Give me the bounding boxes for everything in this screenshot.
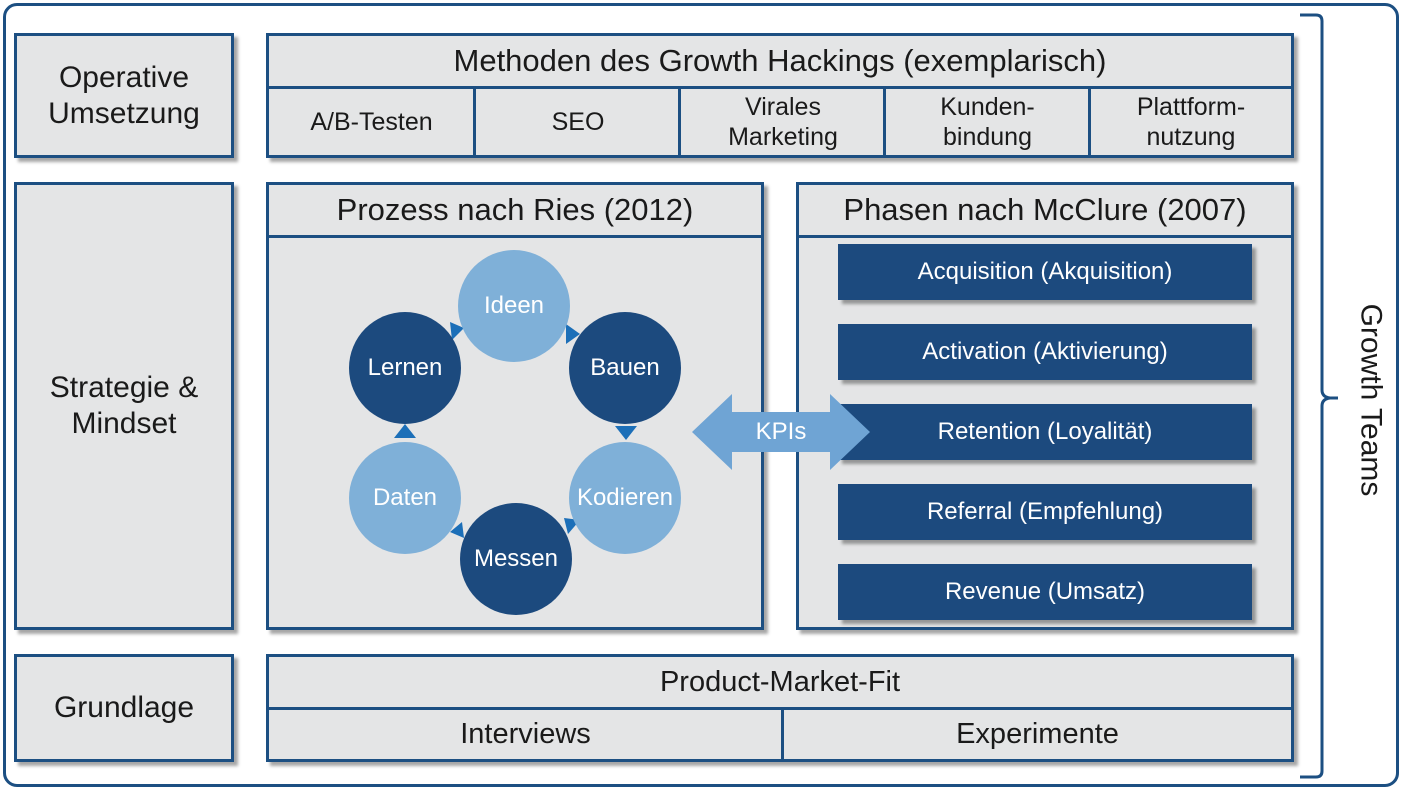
growth-teams-bracket-icon: [1300, 13, 1338, 779]
phase-retention: Retention (Loyalität): [838, 404, 1252, 460]
cycle-step-ideen: Ideen: [458, 250, 570, 362]
mcclure-title: Phasen nach McClure (2007): [799, 185, 1291, 238]
phase-acquisition: Acquisition (Akquisition): [838, 244, 1252, 300]
product-market-fit-box: Product-Market-Fit Interviews Experiment…: [266, 654, 1294, 762]
ries-title: Prozess nach Ries (2012): [269, 185, 761, 238]
kpis-label: KPIs: [755, 417, 807, 445]
method-ab-testen: A/B-Testen: [310, 108, 433, 136]
pmf-title: Product-Market-Fit: [269, 657, 1291, 710]
method-virales-marketing: Virales Marketing: [728, 93, 838, 151]
cycle-arrow-ideen-bauen-icon: [566, 324, 580, 344]
phase-referral: Referral (Empfehlung): [838, 484, 1252, 540]
outer-frame: [3, 3, 1399, 787]
methoden-box: Methoden des Growth Hackings (exemplaris…: [266, 33, 1294, 158]
phase-revenue: Revenue (Umsatz): [838, 564, 1252, 620]
growth-teams-text: Growth Teams: [1354, 303, 1388, 497]
cycle-step-lernen: Lernen: [349, 312, 461, 424]
cycle-step-bauen: Bauen: [569, 312, 681, 424]
methoden-title: Methoden des Growth Hackings (exemplaris…: [269, 36, 1291, 89]
method-plattformnutzung: Plattform- nutzung: [1136, 93, 1246, 151]
pmf-experimente: Experimente: [956, 718, 1119, 751]
cycle-arrow-daten-lernen-icon: [394, 424, 416, 438]
strategie-mindset-label: Strategie & Mindset: [14, 182, 234, 630]
method-seo: SEO: [551, 108, 605, 136]
kpi-double-arrow-icon: [692, 394, 870, 470]
cycle-arrow-bauen-kodieren-icon: [615, 426, 637, 440]
growth-teams-label: Growth Teams: [1340, 280, 1400, 520]
pmf-interviews: Interviews: [460, 718, 591, 751]
cycle-step-messen: Messen: [460, 503, 572, 615]
grundlage-label: Grundlage: [14, 654, 234, 762]
cycle-arrow-lernen-ideen-icon: [450, 322, 464, 340]
phase-activation: Activation (Aktivierung): [838, 324, 1252, 380]
cycle-step-daten: Daten: [349, 442, 461, 554]
method-kundenbindung: Kunden- bindung: [940, 93, 1035, 151]
cycle-step-kodieren: Kodieren: [569, 442, 681, 554]
cycle-arrow-messen-daten-icon: [450, 522, 464, 538]
operative-umsetzung-label: Operative Umsetzung: [14, 33, 234, 158]
